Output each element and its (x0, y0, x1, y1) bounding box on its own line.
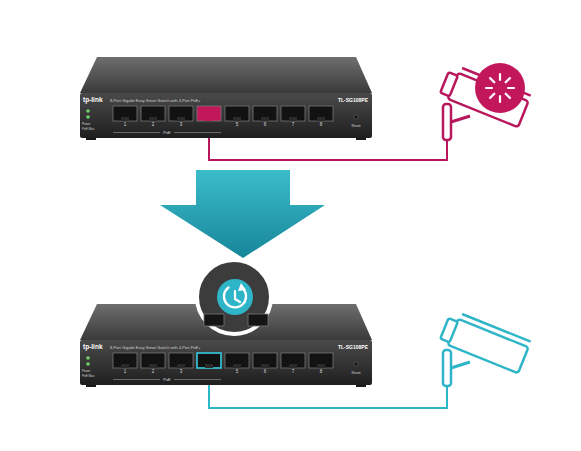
status-led (86, 109, 90, 113)
poe-label: PoE (163, 131, 171, 135)
status-led (86, 356, 90, 360)
brand-logo: tp-link (83, 344, 103, 351)
poe-bracket (174, 379, 221, 380)
ethernet-port (253, 106, 277, 121)
port-number: 6 (264, 123, 267, 128)
port-number: 3 (180, 123, 183, 128)
reset-hole (354, 362, 358, 366)
port-number: 7 (292, 123, 295, 128)
led-label: Power (82, 123, 91, 126)
ethernet-port (141, 353, 165, 368)
switch-top (80, 57, 372, 93)
ethernet-port (225, 106, 249, 121)
reset-hole (354, 115, 358, 119)
ethernet-port (197, 353, 221, 368)
port-notch (121, 364, 129, 368)
product-name: 8-Port Gigabit Easy Smart Switch with 4-… (110, 346, 201, 350)
transition-arrow (160, 170, 325, 258)
reset-label: Reset (351, 372, 360, 376)
port-notch (233, 117, 241, 121)
ethernet-port (197, 106, 221, 121)
switch-front: tp-link 8-Port Gigabit Easy Smart Switch … (80, 93, 372, 138)
ethernet-port (309, 353, 333, 368)
camera-offline (439, 63, 531, 140)
model-number: TL-SG108PE (338, 98, 368, 103)
port-number: 5 (236, 370, 239, 375)
port-number: 5 (236, 123, 239, 128)
ethernet-port (253, 353, 277, 368)
port-number: 1 (124, 123, 127, 128)
poe-bracket (174, 132, 221, 133)
status-led (86, 362, 90, 366)
port-notch (289, 364, 297, 368)
port-number: 8 (320, 123, 323, 128)
port-number: 2 (152, 123, 155, 128)
ethernet-port (281, 353, 305, 368)
port-notch (317, 117, 325, 121)
port-notch (121, 117, 129, 121)
port-number: 2 (152, 370, 155, 375)
led-label: PoE Max (82, 375, 94, 378)
led-label: PoE Max (82, 128, 94, 131)
port-number: 3 (180, 370, 183, 375)
port-notch (261, 117, 269, 121)
port-notch (149, 117, 157, 121)
port-notch (289, 117, 297, 121)
port-notch (205, 117, 213, 121)
magnifier (197, 260, 271, 334)
status-led (86, 115, 90, 119)
port-notch (149, 364, 157, 368)
ethernet-port (169, 353, 193, 368)
port-notch (177, 117, 185, 121)
ethernet-port (169, 106, 193, 121)
port-notch (177, 364, 185, 368)
brand-logo: tp-link (83, 97, 103, 104)
port-number: 6 (264, 370, 267, 375)
poe-bracket (113, 379, 160, 380)
led-label: Power (82, 370, 91, 373)
port-notch (317, 364, 325, 368)
ethernet-port (309, 106, 333, 121)
port-number: 1 (124, 370, 127, 375)
model-number: TL-SG108PE (338, 345, 368, 350)
poe-label: PoE (163, 378, 171, 382)
product-name: 8-Port Gigabit Easy Smart Switch with 4-… (110, 99, 201, 103)
ethernet-port (141, 106, 165, 121)
reset-label: Reset (351, 125, 360, 129)
port-notch (261, 364, 269, 368)
poe-bracket (113, 132, 160, 133)
port-notch (205, 364, 213, 368)
ethernet-port (113, 106, 137, 121)
ethernet-port (113, 353, 137, 368)
ethernet-port (281, 106, 305, 121)
ethernet-port (225, 353, 249, 368)
port-number: 8 (320, 370, 323, 375)
camera-online (439, 310, 531, 386)
switch-front: tp-link 8-Port Gigabit Easy Smart Switch … (80, 340, 372, 385)
port-number: 7 (292, 370, 295, 375)
port-notch (233, 364, 241, 368)
